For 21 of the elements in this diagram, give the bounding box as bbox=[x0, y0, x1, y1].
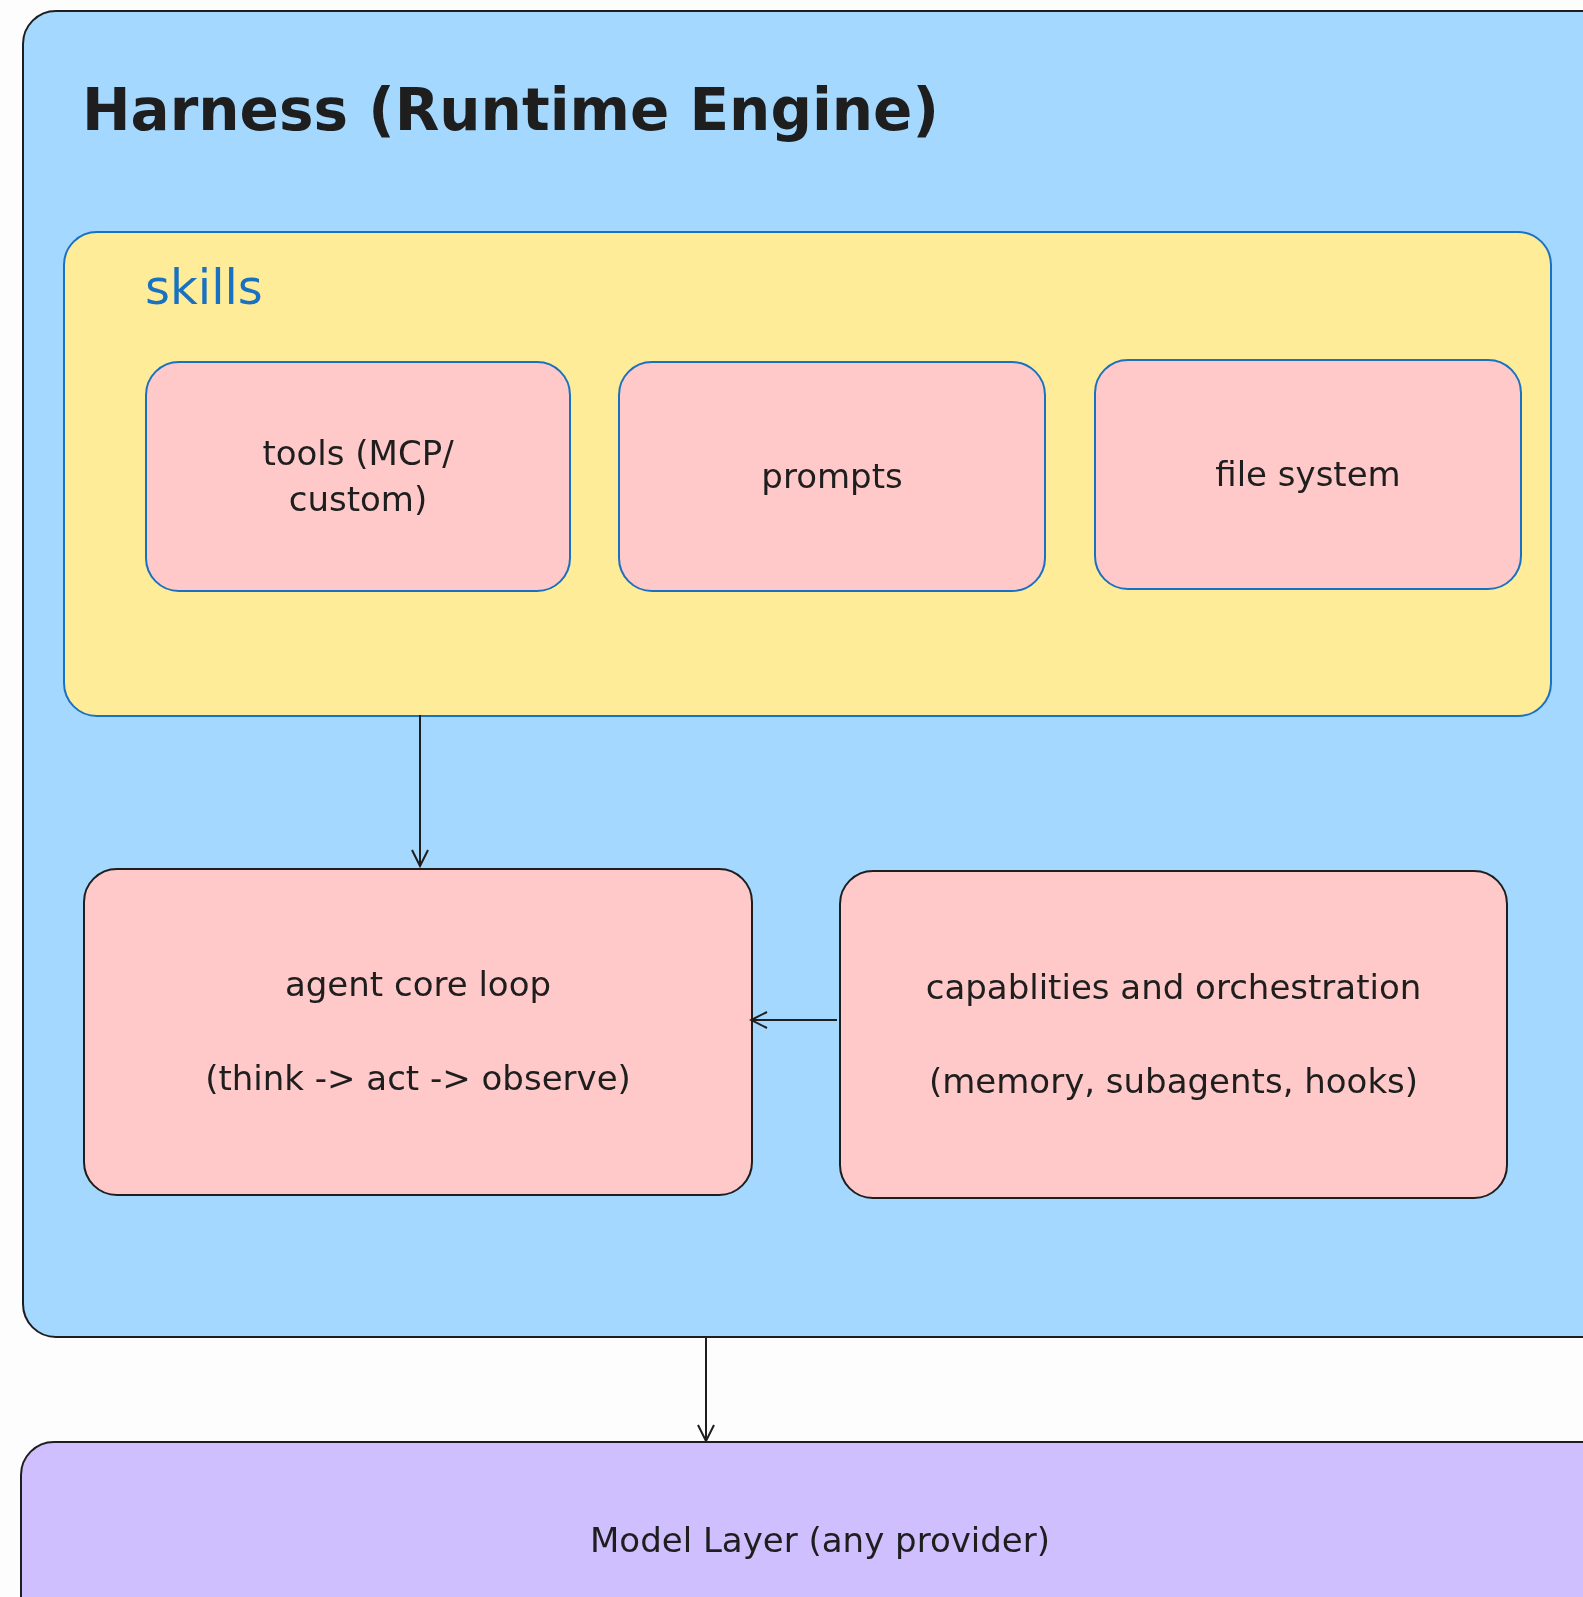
box-label: (think -> act -> observe) bbox=[205, 1057, 631, 1100]
group-label: skills bbox=[145, 259, 263, 315]
box-label: (memory, subagents, hooks) bbox=[928, 1059, 1419, 1103]
container-box bbox=[22, 10, 1583, 1338]
box-label: Model Layer (any provider) bbox=[590, 1519, 1050, 1563]
box-label: tools (MCP/ custom) bbox=[261, 431, 455, 521]
process-box bbox=[839, 870, 1508, 1199]
group-box bbox=[63, 231, 1552, 717]
box-label: capablities and orchestration bbox=[925, 965, 1422, 1009]
arrow bbox=[750, 1011, 838, 1029]
arrow bbox=[697, 1337, 715, 1442]
box-label: agent core loop bbox=[284, 963, 552, 1007]
process-box bbox=[83, 868, 753, 1196]
title: Harness (Runtime Engine) bbox=[82, 76, 939, 144]
arrow bbox=[411, 714, 429, 867]
process-box bbox=[145, 361, 571, 592]
box-label: file system bbox=[1215, 452, 1401, 496]
process-box bbox=[1094, 359, 1522, 590]
box-label: prompts bbox=[761, 454, 903, 498]
process-box bbox=[618, 361, 1046, 592]
layer-box bbox=[20, 1441, 1583, 1597]
